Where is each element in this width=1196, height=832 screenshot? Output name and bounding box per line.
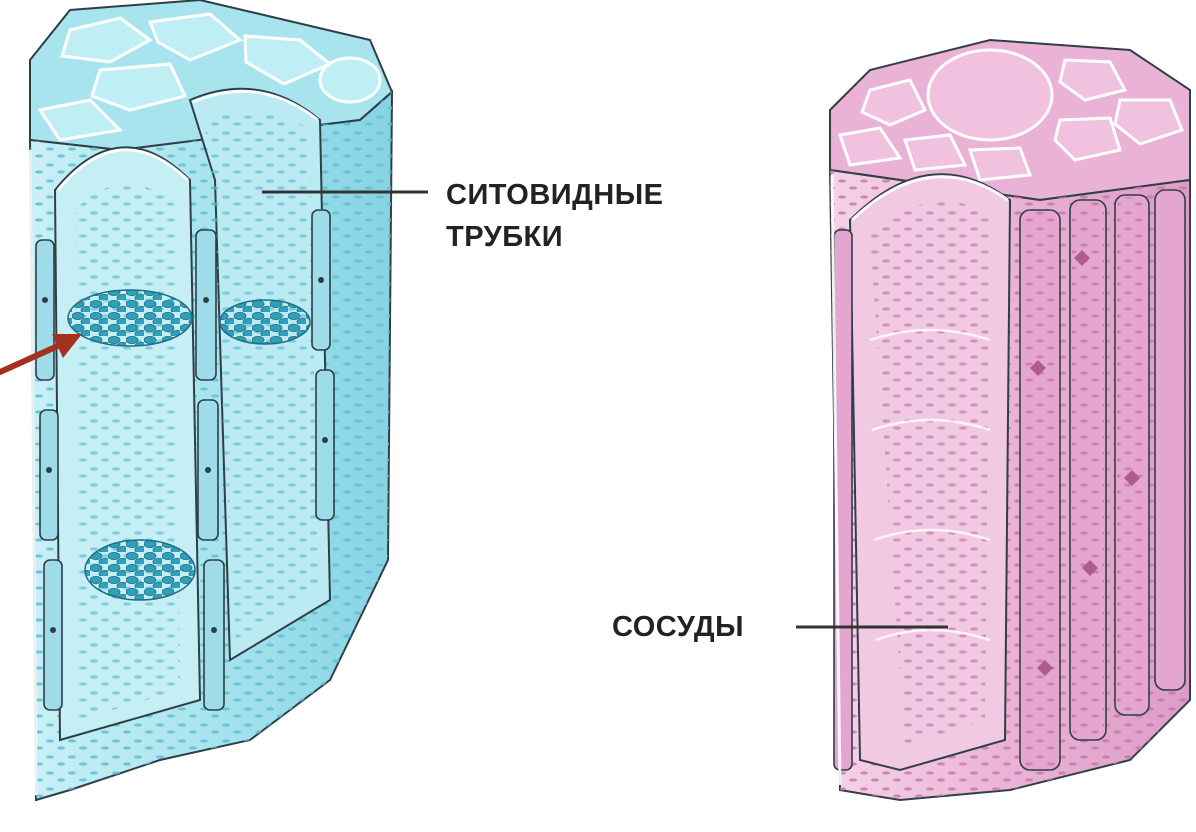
vessel-bundle — [830, 40, 1190, 800]
sieve-tubes-label-line1: СИТОВИДНЫЕ — [446, 174, 663, 216]
sieve-tube-bundle — [30, 0, 392, 800]
sieve-tubes-label-line2: ТРУБКИ — [446, 216, 663, 258]
sieve-tubes-label: СИТОВИДНЫЕ ТРУБКИ — [446, 174, 663, 258]
vessels-label: СОСУДЫ — [612, 606, 744, 648]
